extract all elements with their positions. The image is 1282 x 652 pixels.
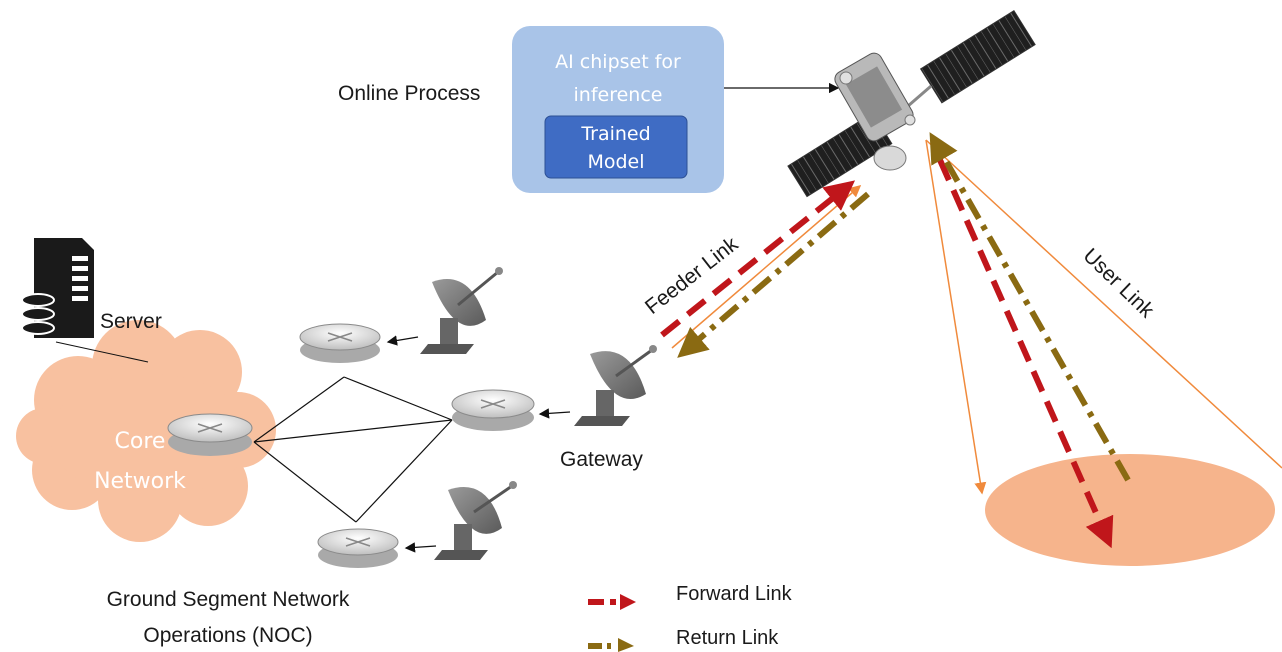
ground-segment-label-line2: Operations (NOC) <box>143 624 312 647</box>
dish-antenna-bottom-icon <box>434 481 517 560</box>
ai-chipset-box: AI chipset for inference Trained Model <box>512 26 724 193</box>
legend: Forward Link Return Link <box>588 583 793 652</box>
legend-forward-label: Forward Link <box>676 583 793 605</box>
ai-chipset-label-line1: AI chipset for <box>555 51 681 73</box>
legend-forward-arrow-icon <box>620 594 636 610</box>
trained-model-label-line1: Trained <box>580 123 650 145</box>
legend-return-link: Return Link <box>588 627 779 652</box>
legend-return-arrow-icon <box>618 638 634 652</box>
router-top-icon <box>299 323 381 363</box>
router-middle-icon <box>451 389 535 431</box>
user-beam-right-edge <box>925 139 1282 469</box>
forward-link-feeder <box>660 180 856 338</box>
server-label: Server <box>100 310 162 333</box>
feeder-beam-edge <box>671 185 862 349</box>
user-beam-left-edge <box>925 139 987 495</box>
ai-chipset-label-line2: inference <box>574 84 663 106</box>
user-coverage-footprint <box>985 454 1275 566</box>
return-link-feeder <box>677 191 870 358</box>
core-network-label-line2: Network <box>94 469 186 494</box>
legend-return-label: Return Link <box>676 627 779 649</box>
server-icon <box>21 238 94 338</box>
core-network-label-line1: Core <box>115 429 166 454</box>
user-link-label: User Link <box>1079 244 1159 323</box>
router-core-icon <box>167 413 253 456</box>
online-process-label: Online Process <box>338 82 480 105</box>
forward-link-user <box>937 158 1114 549</box>
feeder-link-label: Feeder Link <box>641 232 743 319</box>
satellite-icon <box>787 9 1036 198</box>
dish-antenna-top-icon <box>420 267 503 354</box>
server-to-cloud-line <box>55 341 149 363</box>
ground-segment-label-line1: Ground Segment Network <box>107 588 350 611</box>
arrow-gateway-to-router <box>538 408 571 419</box>
trained-model-box <box>544 115 688 179</box>
arrow-dish-to-router-top <box>386 335 419 346</box>
arrow-dish-to-router-bottom <box>404 542 437 553</box>
dish-antenna-gateway-icon <box>574 345 657 426</box>
legend-forward-link: Forward Link <box>588 583 793 610</box>
gateway-label: Gateway <box>560 448 643 471</box>
network-mesh <box>253 376 453 523</box>
return-link-user <box>929 132 1131 482</box>
router-bottom-icon <box>317 528 399 568</box>
trained-model-label-line2: Model <box>587 151 644 173</box>
